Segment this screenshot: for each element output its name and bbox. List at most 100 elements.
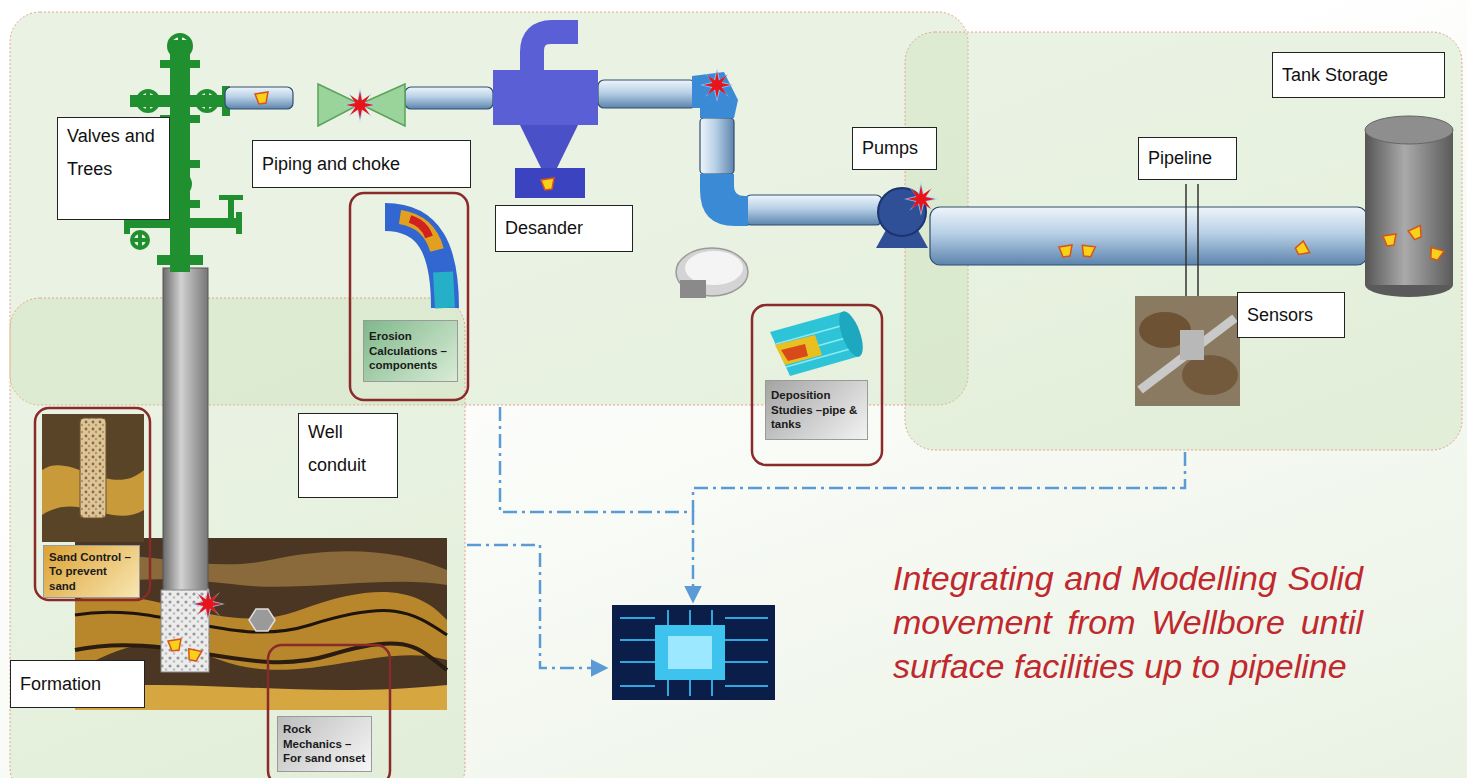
well-conduit xyxy=(185,647,201,663)
storage-tank xyxy=(1365,130,1453,285)
surface-piping xyxy=(405,87,493,109)
node-text: Valves and Trees xyxy=(67,120,160,186)
wellhead-tree xyxy=(219,195,243,200)
sensor-photo xyxy=(1140,318,1235,390)
caption-box: Erosion Calculations – components xyxy=(363,320,458,382)
node-text: Piping and choke xyxy=(262,153,461,176)
study-frame xyxy=(752,305,882,465)
desander-vessel xyxy=(532,32,578,72)
sand-particle xyxy=(1383,234,1396,246)
storage-tank xyxy=(1365,116,1453,144)
choke-valve xyxy=(318,84,405,126)
formation-rock xyxy=(249,609,275,631)
study-frame xyxy=(350,193,468,400)
valve-handwheel xyxy=(132,232,148,248)
pipe-clamp xyxy=(676,248,748,298)
valve-handwheel xyxy=(169,35,191,57)
label-box: Piping and choke xyxy=(252,140,471,188)
deposition-model xyxy=(775,335,822,365)
wellhead-tree xyxy=(160,60,200,68)
desander-vessel xyxy=(493,32,598,198)
subsurface-region xyxy=(10,298,465,778)
sand-particle xyxy=(1294,240,1310,256)
label-box: Tank Storage xyxy=(1272,52,1445,98)
surface-piping xyxy=(225,87,293,109)
sand-particle xyxy=(1427,246,1444,262)
sand-control-photo xyxy=(80,418,106,518)
label-box: Valves and Trees xyxy=(57,117,170,220)
sensor-photo xyxy=(1182,355,1238,395)
well-conduit xyxy=(161,268,225,672)
pipe-elbow xyxy=(700,68,734,102)
modelling-chip xyxy=(620,610,768,696)
sand-particle xyxy=(255,92,268,104)
valve-handwheel xyxy=(197,91,217,111)
erosion-model xyxy=(410,219,429,237)
pipeline-region xyxy=(905,32,1462,450)
integration-line xyxy=(467,545,605,668)
node-text: Desander xyxy=(505,217,623,240)
valve-handwheel xyxy=(170,174,190,194)
modelling-chip xyxy=(612,605,775,700)
study-frame xyxy=(35,408,150,600)
deposition-model xyxy=(781,344,808,361)
node-text: Pipeline xyxy=(1148,147,1227,170)
pipe-clamp xyxy=(685,251,743,285)
node-text: Sand Control – To prevent sand xyxy=(49,550,134,593)
choke-valve xyxy=(343,88,377,122)
wellhead-tree xyxy=(170,40,190,272)
sand-particle xyxy=(1080,243,1096,258)
surface-piping xyxy=(930,207,1367,265)
well-conduit xyxy=(163,268,208,592)
node-text: Rock Mechanics – For sand onset xyxy=(283,722,366,765)
modelling-chip xyxy=(612,605,775,700)
valve-handwheel xyxy=(169,35,191,57)
node-text: Tank Storage xyxy=(1282,64,1435,87)
headline-text: Integrating and Modelling Solid movement… xyxy=(893,556,1363,689)
desander-vessel xyxy=(493,70,598,125)
modelling-chip xyxy=(655,625,725,680)
sand-particle xyxy=(1059,245,1072,257)
caption-box: Deposition Studies –pipe & tanks xyxy=(765,380,868,440)
valve-handwheel xyxy=(138,91,158,111)
label-box: Pipeline xyxy=(1138,137,1237,180)
desander-vessel xyxy=(541,178,554,190)
sand-control-photo xyxy=(42,414,144,542)
valve-handwheel xyxy=(138,91,158,111)
well-conduit xyxy=(168,639,181,651)
surface-piping xyxy=(700,118,734,174)
label-box: Pumps xyxy=(852,127,937,170)
wellhead-tree xyxy=(236,212,242,234)
valve-handwheel xyxy=(197,91,217,111)
erosion-model xyxy=(385,217,445,308)
desander-vessel xyxy=(515,168,585,198)
caption-box: Rock Mechanics – For sand onset xyxy=(277,716,372,772)
modelling-chip xyxy=(668,636,712,669)
storage-tank xyxy=(1365,116,1453,297)
leader-line xyxy=(1186,184,1198,298)
deposition-model xyxy=(834,308,867,359)
label-box: Sensors xyxy=(1237,292,1345,338)
pump xyxy=(904,182,938,216)
node-text: Well conduit xyxy=(308,416,388,482)
pipe-elbow xyxy=(700,174,748,226)
integration-line xyxy=(500,407,693,600)
node-text: Erosion Calculations – components xyxy=(369,329,452,372)
node-text: Pumps xyxy=(862,137,927,160)
pipe-elbow xyxy=(692,68,748,226)
well-conduit xyxy=(191,587,225,621)
wellhead-tree xyxy=(228,198,234,220)
leader-line xyxy=(1185,184,1187,298)
surface-piping xyxy=(598,80,696,108)
label-box: Desander xyxy=(495,205,633,252)
sensor-photo xyxy=(1180,330,1204,360)
pump xyxy=(876,182,938,248)
erosion-model xyxy=(400,217,437,250)
deposition-model xyxy=(770,308,868,376)
study-frame xyxy=(268,645,390,778)
valve-handwheel xyxy=(132,232,148,248)
node-text: Formation xyxy=(20,673,135,696)
erosion-model xyxy=(385,217,445,308)
region-panel xyxy=(10,12,1462,778)
